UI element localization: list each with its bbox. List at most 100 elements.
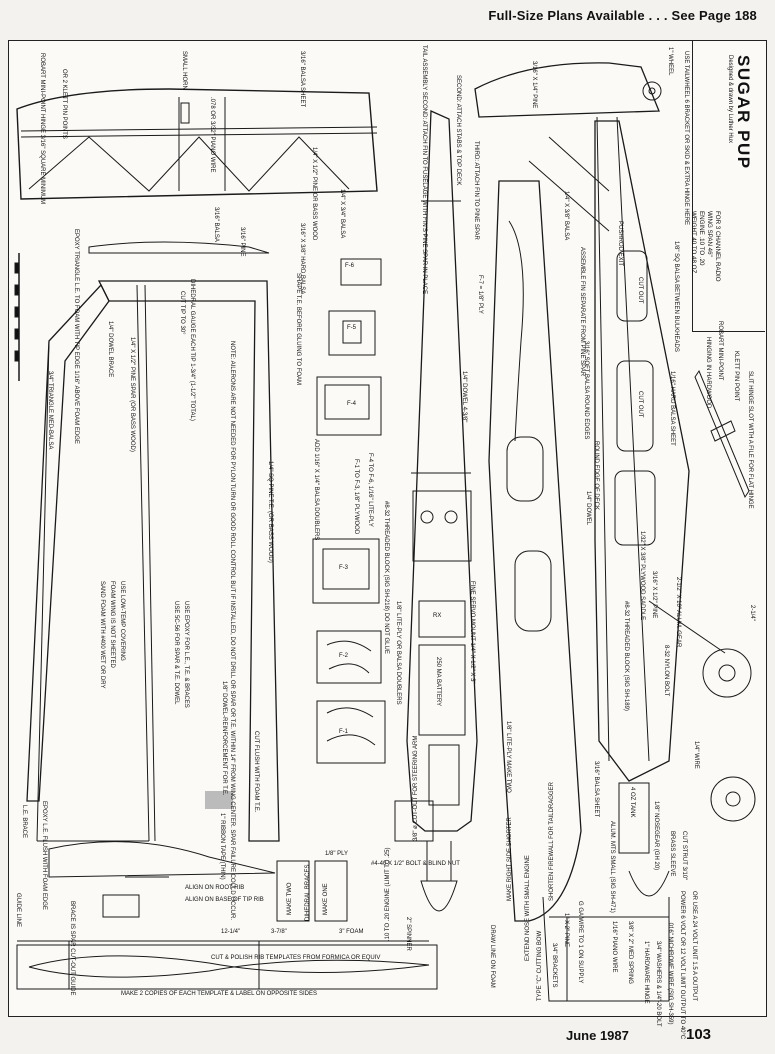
note-piano-wire: 1/16" PIANO WIRE [611, 921, 617, 973]
note-balsa-sheet-316: 3/16" BALSA SHEET [593, 761, 599, 818]
note-align-tip: ALIGN ON BASE OF TIP RIB [185, 897, 264, 903]
note-balsa-1434: 1/4" X 3/4" BALSA [339, 189, 345, 239]
note-brackets: 3/4" BRACKETS [551, 943, 557, 988]
note-tailwheel: USE TAILWHEEL 6 BRACKET OR SKID & EXTRA … [683, 51, 689, 226]
note-hardware-hinge: 1" HARDWARE HINGE [643, 941, 649, 1004]
note-ailerons: NOTE: AILERONS ARE NOT NEEDED FOR PYLON … [229, 341, 235, 920]
note-dowel-reinforce: 1/8" DOWEL-REINFORCEMENT FOR T.E. [221, 681, 227, 796]
note-brass-sleeve: BRASS SLEEVE [669, 831, 675, 877]
note-balsa-doublers: 1/8" LITE-PLY OR BALSA DOUBLERS [395, 601, 401, 705]
note-wheel-1: 1" WHEEL [667, 47, 673, 76]
note-extend-nose: EXTEND NOSE WITH SMALL ENGINE [525, 855, 531, 961]
page-number: 103 [686, 1026, 712, 1043]
note-lite-ply: 1/8" LITE-PLY MAKE TWO [505, 721, 511, 793]
note-small-horn: SMALL HORN [181, 51, 187, 90]
note-cut-polish: CUT & POLISH RIB TEMPLATES FROM FORMICA … [211, 955, 381, 961]
note-guide-line: GUIDE LINE [15, 893, 21, 928]
label-f1: F-1 [339, 729, 348, 735]
note-use-5c56: USE 5C-56 FOR SPAR & T.E. DOWEL [173, 601, 179, 705]
spec-wingspan: WING SPAN 46" [706, 211, 713, 257]
note-spinner: 2" SPINNER [405, 917, 411, 951]
label-cut-out-2: CUT OUT [637, 391, 643, 418]
note-right-side: MAKE RIGHT SIDE SHORTER [507, 817, 513, 901]
bulkheads [312, 258, 386, 764]
label-f4: F-4 [347, 401, 356, 407]
note-draw-line: DRAW LINE ON FOAM [489, 925, 495, 988]
note-dowel-brace: 1/4" DOWEL BRACE [107, 321, 113, 378]
label-f5: F-5 [347, 325, 356, 331]
issue-date: June 1987 [566, 1028, 629, 1043]
label-f2: F-2 [339, 653, 348, 659]
dim-2: 3-7/8" [271, 929, 287, 935]
note-wing-hinge: ROBART MINI-POINT HINGE 3/16" SQUARE MIN… [39, 53, 45, 205]
note-sand-foam: SAND FOAM WITH #400 WET OR DRY [99, 581, 105, 689]
note-wheel-2: 2-1/4" [749, 605, 755, 621]
label-f6: F-6 [345, 263, 354, 269]
spec-weight: WEIGHT 40 TO 48 OZ. [690, 211, 697, 275]
note-make-one: MAKE ONE [323, 883, 329, 915]
note-servo-mount: FINE SERVO MOUNT 1/4" X 1/2" X 3" [469, 581, 475, 684]
note-ply-f7: F-7 = 1/8" PLY [477, 275, 483, 314]
note-hard-balsa: 1/16" HARD BALSA SHEET [669, 371, 675, 446]
note-pine-316-14: 3/16" X 1/4" PINE [531, 61, 537, 109]
note-shape-te: SHAPE T.E. BEFORE GLUING TO FOAM [295, 273, 301, 386]
note-tank: 4 OZ TANK [629, 787, 635, 818]
note-nichrome: .016" NICHROME WIRE (SIG SH-359) [667, 921, 673, 1025]
note-second-attach: SECOND: ATTACH STABS & TOP DECK [455, 75, 461, 186]
plan-sheet: SUGAR PUP Designed & drawn by Luther Hux… [8, 40, 767, 1039]
note-klett-pins: OR 2 KLETT PIN POINTS [61, 69, 67, 139]
note-pine-316: 3/16" PINE [239, 227, 245, 257]
note-ply-18: 1/8" PLY [325, 851, 349, 857]
note-f1-f3: F-1 TO F-3, 1/8" PLYWOOD [353, 459, 359, 535]
spec-engine: ENGINE .10 TO .20 [698, 211, 705, 266]
note-pushrod-exit: PUSHROD EXIT [617, 221, 623, 267]
note-cutout-steering: 3/8" ø CUT-OUT FOR STEERING ARM [413, 735, 419, 841]
note-cut-strut: CUT STRUT 3/10" [681, 831, 687, 881]
note-cut-tip: CUT TIP TO 30° [179, 291, 185, 335]
wing-planform [26, 280, 280, 842]
note-power: POWER 6 VOLT OR 12 VOLT LIMIT OUTPUT TO … [679, 891, 685, 1040]
note-make-two: MAKE TWO [287, 882, 293, 915]
note-align-root: ALIGN ON ROOT RIB [185, 885, 245, 891]
note-pine-316b: 3/16" X 1/2" PINE [651, 571, 657, 619]
note-balsa-between: 1/8" SQ BALSA BETWEEN BULKHEADS [673, 241, 679, 352]
fuselage-top-view [394, 110, 478, 912]
note-pine-spar: 1/4" X 1/2" PINE SPAR (OR BASS WOOD) [129, 337, 135, 452]
note-foam-3: 3" FOAM [339, 929, 364, 935]
note-cut-flush: CUT FLUSH WITH FOAM T.E. [253, 731, 259, 813]
note-klett: KLETT PIN POINT [733, 351, 739, 402]
note-f4-f6: F-4 TO F-6, 1/16" LITE-PLY [367, 453, 373, 527]
note-round-deck: ROUND EDGE OF DECK [593, 441, 599, 511]
note-bolt: #4-40 X 1/2" BOLT & BLIND NUT [371, 861, 460, 867]
note-dowel-14: 1/4" DOWEL 4-3/8" [461, 371, 467, 423]
note-pine: 1/4" X 1/2" PINE OR BASS WOOD [311, 147, 317, 241]
cutting-bow [542, 896, 670, 1002]
note-make-copies: MAKE 2 COPIES OF EACH TEMPLATE & LABEL O… [121, 991, 317, 997]
note-ply-saddle: 1/32" X 3/8" PLYWOOD SADDLE [639, 531, 645, 621]
note-balsa-soft: 3/16" SOFT BALSA ROUND EDGES [583, 341, 589, 440]
label-cut-out-1: CUT OUT [637, 277, 643, 304]
note-spar-cutout: BRACE IS SPAR CUT-OUT GUIDE [69, 901, 75, 996]
note-low-temp: USE LOW-TEMP COVERING [119, 581, 125, 661]
note-slit-hinge: SLIT HINGE SLOT WITH A FILE FOR FLAT HIN… [747, 371, 753, 509]
rib-template [16, 841, 438, 990]
note-le-brace: L.E. BRACE [21, 805, 27, 839]
note-pine-bow: 1" X 2" PINE [563, 913, 569, 947]
note-triangle-balsa: 3/4" TRIANGLE MED-BALSA [47, 371, 53, 450]
note-threaded-block: #8-32 THREADED BLOCK (SIG SH-218) DO NOT… [383, 501, 389, 654]
plans-available-header: Full-Size Plans Available . . . See Page… [488, 8, 757, 23]
note-nylon-bolt: 8-32 NYLON BOLT [663, 645, 669, 697]
note-shorten-firewall: SHORTEN FIREWALL FOR TAILDRAGGER [549, 782, 555, 901]
note-threaded-block-2: #8-32 THREADED BLOCK (SIG SH-189) [623, 601, 629, 711]
note-cutting-bow: TYPE "C" CUTTING BOW [537, 930, 543, 1001]
plan-byline: Designed & drawn by Luther Hux [727, 55, 733, 144]
wing-top-view [16, 88, 378, 200]
note-use-epoxy: USE EPOXY FOR L.E., T.E. & BRACES [183, 601, 189, 708]
note-balsa-sheet: 3/16" BALSA SHEET [299, 51, 305, 108]
dim-1: 12-1/4" [221, 929, 241, 935]
note-tail-assembly: TAIL ASSEMBLY SECOND: ATTACH FIN TO FUSE… [421, 45, 427, 295]
note-ribbon-tape: 1" RIBBON TAPE (THIN) [219, 813, 225, 880]
label-battery: 250 MA BATTERY [435, 657, 441, 707]
note-balsa-316: 3/16" BALSA [213, 207, 219, 242]
note-epoxy-triangle: EPOXY TRIANGLE L.E. TO FOAM WITH TIP EDG… [73, 229, 79, 444]
